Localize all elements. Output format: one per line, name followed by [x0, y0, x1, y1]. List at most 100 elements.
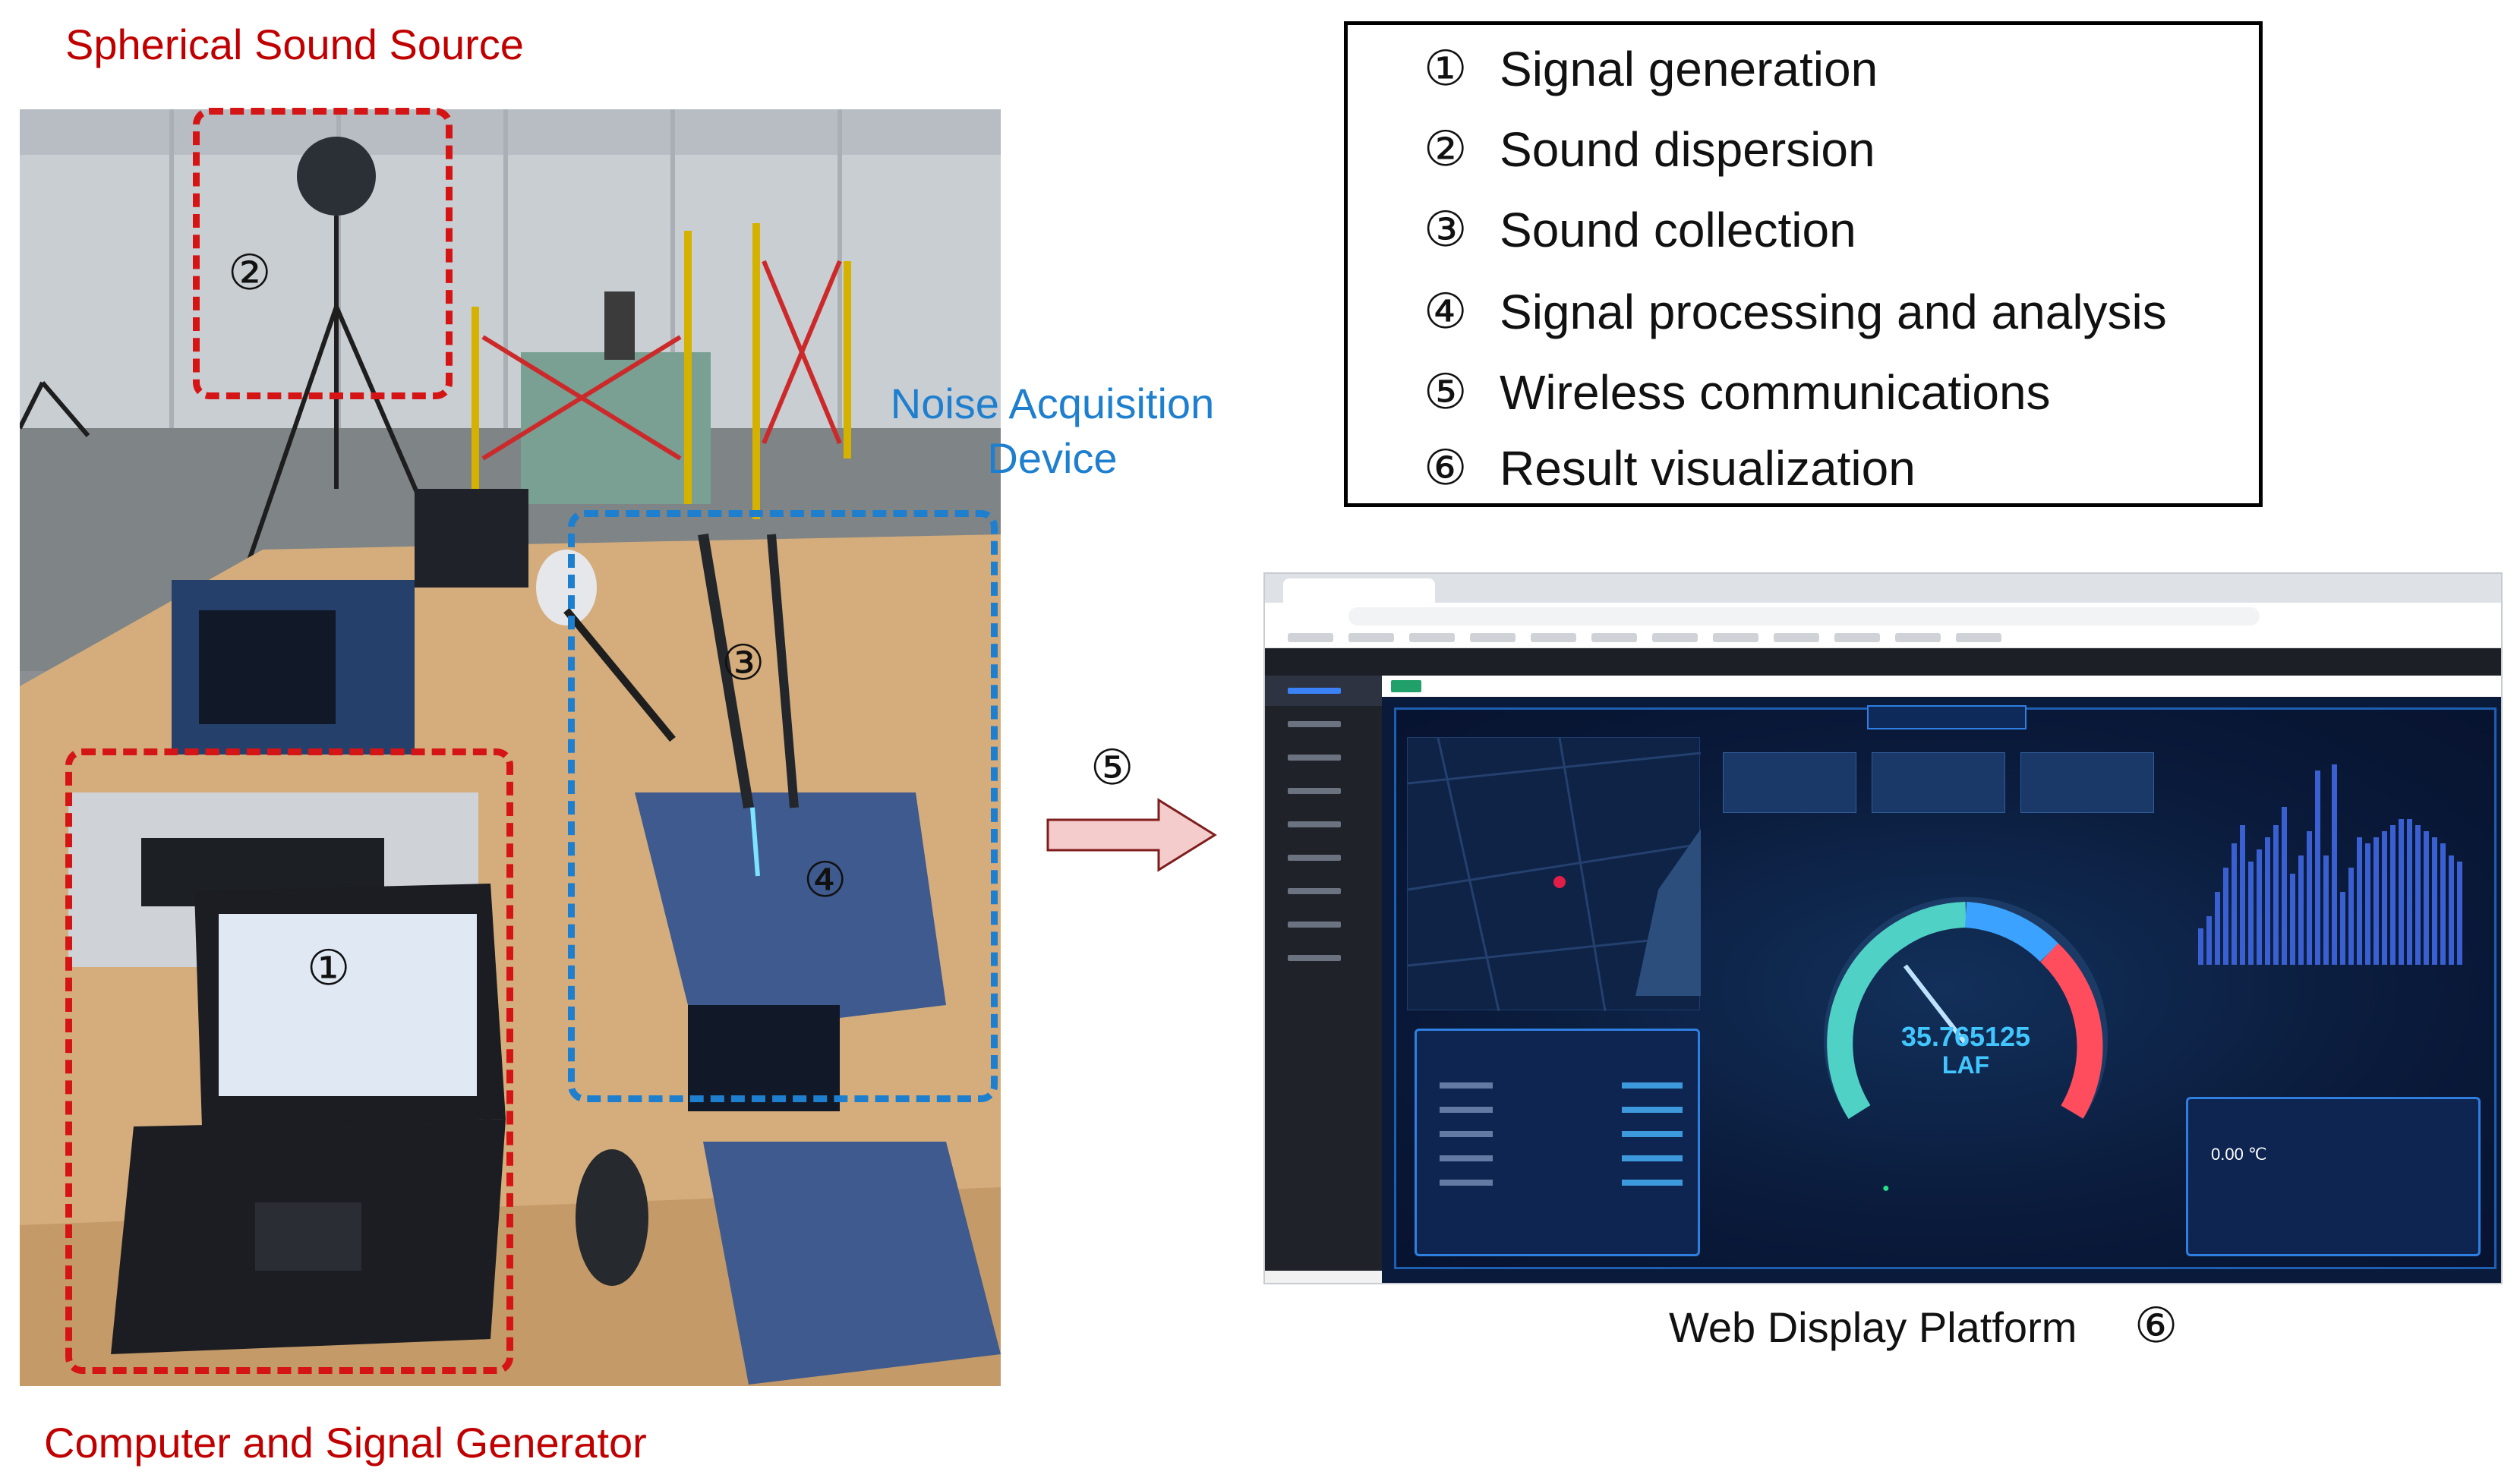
spectrum-bar [2424, 831, 2429, 965]
legend-item: ② Sound dispersion [1424, 119, 1875, 180]
spectrum-bar [2340, 892, 2345, 965]
app-sidebar [1265, 676, 1382, 1275]
sidebar-item [1265, 742, 1382, 773]
spectrum-bar [2223, 868, 2228, 965]
spectrum-bar [2323, 855, 2329, 965]
legend-text: Wireless communications [1500, 365, 2051, 420]
spectrum-bar [2415, 825, 2421, 965]
spectrum-bar [2248, 862, 2254, 965]
spectrum-bar [2390, 825, 2396, 965]
legend-text: Signal processing and analysis [1500, 285, 2167, 339]
marker-signal-generation: ① [307, 940, 351, 997]
sidebar-item [1265, 943, 1382, 973]
legend-number: ① [1424, 41, 1468, 97]
dashboard-title [1867, 705, 2027, 729]
spectrum-bar [2298, 855, 2304, 965]
spectrum-bar [2290, 874, 2295, 965]
sidebar-item [1265, 876, 1382, 906]
browser-tab-strip [1265, 574, 2501, 603]
computer-generator-highlight-box [65, 748, 513, 1374]
noise-acquisition-device-label: Noise Acquisition Device [863, 377, 1242, 486]
sidebar-item [1265, 809, 1382, 840]
spectrum-bar [2348, 868, 2354, 965]
marker-signal-processing: ④ [803, 852, 847, 909]
spectrum-bar [2232, 843, 2237, 965]
gauge-value: 35.765125 [1900, 1021, 2031, 1052]
legend-item: ④ Signal processing and analysis [1424, 282, 2167, 342]
spectrum-bar [2315, 770, 2320, 965]
app-top-nav [1265, 648, 2501, 676]
spectrum-bar [2332, 764, 2337, 965]
spectrum-bar [2357, 837, 2362, 965]
status-card [2020, 752, 2154, 813]
spectrum-bar [2206, 916, 2212, 965]
spectrum-bar [2449, 855, 2454, 965]
spectrum-bar [2215, 892, 2220, 965]
status-card [1872, 752, 2005, 813]
web-display-platform-label: Web Display Platform [1669, 1303, 2077, 1351]
weather-temperature: 0.00 ℃ [2211, 1145, 2267, 1164]
marker-sound-dispersion: ② [228, 245, 272, 301]
marker-sound-collection: ③ [721, 635, 765, 692]
browser-tab [1283, 578, 1435, 603]
status-card [1723, 752, 1856, 813]
spectrum-bar [2265, 837, 2270, 965]
wireless-arrow [1045, 797, 1219, 873]
spectrum-bar [2407, 819, 2412, 965]
legend-item: ⑤ Wireless communications [1424, 362, 2051, 423]
spectrum-bar [2273, 825, 2279, 965]
url-field [1348, 607, 2260, 625]
spectrum-bar [2257, 849, 2262, 965]
process-legend: ① Signal generation ② Sound dispersion ③… [1344, 21, 2263, 507]
spherical-sound-source-label: Spherical Sound Source [65, 20, 524, 68]
legend-number: ③ [1424, 202, 1468, 258]
sidebar-item [1265, 843, 1382, 873]
spectrum-bars [2186, 737, 2490, 1010]
web-dashboard-screenshot: 35.765125 LAF ● 0.00 ℃ [1263, 572, 2503, 1284]
sidebar-item [1265, 709, 1382, 739]
legend-number: ② [1424, 121, 1468, 178]
sidebar-item [1265, 909, 1382, 940]
monitoring-dashboard: 35.765125 LAF ● 0.00 ℃ [1394, 705, 2496, 1269]
legend-item: ③ Sound collection [1424, 200, 1856, 260]
right-arrow-icon [1046, 798, 1217, 872]
sound-source-highlight-box [193, 108, 453, 399]
legend-item: ① Signal generation [1424, 39, 1878, 99]
gauge-needle [1903, 964, 1968, 1045]
legend-text: Sound collection [1500, 203, 1856, 257]
legend-number: ⑥ [1424, 440, 1468, 496]
spectrum-bar [2365, 843, 2370, 965]
spectrum-bar [2440, 843, 2446, 965]
spectrum-bar [2307, 831, 2312, 965]
marker-wireless-communication: ⑤ [1090, 740, 1134, 796]
legend-item: ⑥ Result visualization [1424, 438, 1916, 499]
noise-level-gauge: 35.765125 LAF [1791, 862, 2140, 1211]
computer-signal-generator-label: Computer and Signal Generator [44, 1419, 647, 1467]
noise-acquisition-line1: Noise Acquisition [890, 380, 1215, 427]
spectrum-bar [2382, 831, 2387, 965]
breadcrumb-bar [1382, 676, 2501, 697]
weather-panel: 0.00 ℃ [2186, 1097, 2481, 1256]
spectrum-bar [2198, 928, 2203, 965]
test-status: ● [1882, 1182, 1890, 1195]
legend-text: Signal generation [1500, 42, 1878, 96]
sidebar-item [1265, 676, 1382, 706]
site-info-panel [1415, 1029, 1700, 1256]
legend-text: Result visualization [1500, 441, 1916, 496]
sidebar-item [1265, 776, 1382, 806]
spectrum-bar [2399, 819, 2404, 965]
noise-acquisition-line2: Device [987, 434, 1118, 482]
spectrum-bar [2457, 862, 2462, 965]
legend-text: Sound dispersion [1500, 122, 1875, 177]
spectrum-bar [2373, 837, 2379, 965]
location-map [1407, 737, 1702, 1012]
spectrum-bar [2282, 807, 2287, 965]
spectrum-bar [2432, 837, 2437, 965]
spectrum-bar [2240, 825, 2245, 965]
legend-number: ④ [1424, 284, 1468, 340]
web-display-platform-caption: Web Display Platform ⑥ [1669, 1298, 2178, 1354]
marker-result-visualization: ⑥ [2134, 1298, 2178, 1354]
noise-device-highlight-box [568, 510, 998, 1102]
browser-address-bar [1265, 603, 2501, 629]
browser-status-bar [1265, 1271, 1382, 1283]
